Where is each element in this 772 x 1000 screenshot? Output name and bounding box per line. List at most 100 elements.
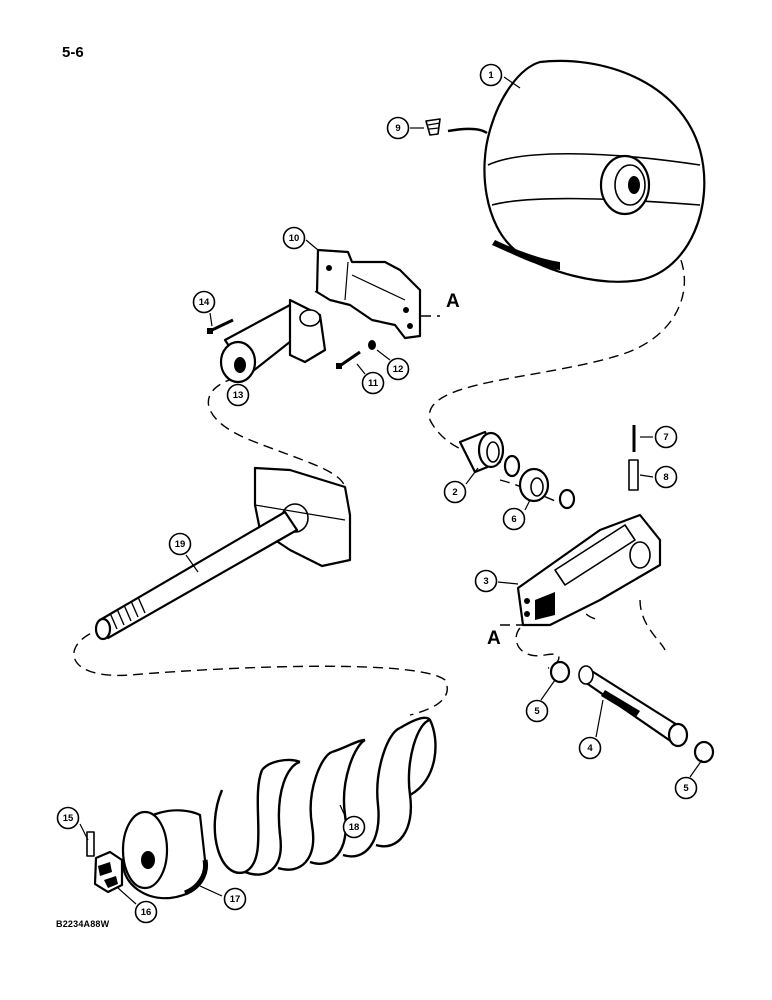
callout-circle [223, 887, 247, 911]
assembly-line-5 [515, 627, 560, 669]
callout-number: 13 [233, 390, 244, 401]
washer-12 [368, 340, 376, 350]
assembly-line-1 [428, 224, 685, 456]
callout-leader [465, 467, 479, 485]
bracket [315, 248, 422, 340]
callout-circle [578, 736, 602, 760]
callout-leader [639, 474, 654, 478]
callout-number: 12 [393, 364, 404, 375]
callout-leader [117, 887, 137, 905]
callout-4: 4 [578, 699, 604, 760]
callout-number: 14 [199, 297, 210, 308]
callout-8: 8 [639, 465, 678, 489]
pin [578, 665, 689, 748]
callout-number: 10 [289, 233, 300, 244]
assembly-line-7 [639, 599, 666, 651]
callout-number: 1 [488, 70, 494, 81]
sleeve [219, 298, 327, 384]
callout-15: 15 [56, 806, 89, 841]
callout-number: 18 [349, 822, 360, 833]
callout-leader [199, 885, 223, 897]
callout-circle [342, 815, 366, 839]
callout-number: 3 [483, 576, 488, 587]
callout-leader [689, 759, 703, 778]
callout-leader [540, 679, 556, 701]
callout-3: 3 [474, 569, 519, 593]
callout-circle [134, 900, 158, 924]
callout-circle [654, 425, 678, 449]
callout-18: 18 [339, 804, 366, 839]
callout-leader [305, 239, 319, 251]
callout-6: 6 [502, 499, 531, 531]
callout-circle [443, 480, 467, 504]
callout-leader [209, 312, 213, 327]
callout-number: 16 [141, 907, 152, 918]
callout-11: 11 [356, 363, 385, 395]
pin-8 [628, 459, 639, 491]
callout-9: 9 [386, 116, 424, 140]
callout-circle [525, 699, 549, 723]
callout-leader [376, 349, 391, 361]
callout-number: 7 [663, 432, 668, 443]
callout-17: 17 [199, 885, 247, 911]
callout-circle [474, 569, 498, 593]
spring-seat [121, 809, 209, 900]
callout-circle [56, 806, 80, 830]
idler-wheel [483, 59, 706, 283]
bolt-11 [336, 350, 361, 369]
callout-10: 10 [282, 226, 319, 251]
callout-14: 14 [192, 290, 216, 327]
callout-7: 7 [640, 425, 678, 449]
callout-leader [339, 804, 347, 819]
callout-leader [356, 363, 366, 375]
callout-number: 11 [368, 378, 379, 389]
ref-letter-a-lower: A [487, 628, 501, 649]
callout-circle [654, 465, 678, 489]
callout-number: 9 [395, 123, 400, 134]
callout-circle [168, 532, 192, 556]
callout-number: 5 [683, 783, 689, 794]
callout-number: 4 [587, 743, 593, 754]
callout-number: 17 [230, 894, 241, 905]
callout-circle [502, 507, 526, 531]
page-number: 5-6 [62, 44, 84, 61]
callout-circle [479, 63, 503, 87]
ref-letter-a-upper: A [446, 291, 460, 312]
castle-nut [93, 850, 124, 894]
callout-number: 6 [511, 514, 516, 525]
cotter-pin [86, 831, 95, 857]
callout-circle [361, 371, 385, 395]
grease-plug [425, 118, 488, 136]
callout-number: 5 [534, 706, 540, 717]
callout-16: 16 [117, 887, 158, 924]
callout-leader [595, 699, 604, 738]
callout-circle [386, 116, 410, 140]
callout-number: 8 [663, 472, 668, 483]
callout-circle [674, 776, 698, 800]
o-ring-5b [693, 740, 715, 764]
callout-1: 1 [479, 63, 521, 89]
figure-code: B2234A88W [56, 919, 110, 929]
callout-12: 12 [376, 349, 410, 381]
callout-13: 13 [226, 383, 250, 407]
callout-5: 5 [525, 679, 556, 723]
callout-5: 5 [674, 759, 703, 800]
assembly-line-2 [207, 377, 346, 488]
callout-circle [282, 226, 306, 250]
callout-circle [386, 357, 410, 381]
callout-leader [497, 581, 519, 585]
callout-leader [524, 499, 531, 511]
callout-leader [79, 823, 89, 841]
bushing [458, 430, 505, 474]
yoke [516, 513, 662, 627]
o-ring-5a [549, 660, 571, 684]
spring [213, 716, 437, 876]
callout-number: 2 [452, 487, 457, 498]
callout-circle [192, 290, 216, 314]
callout-number: 15 [63, 813, 74, 824]
seal [503, 454, 576, 510]
callout-circle [226, 383, 250, 407]
callout-leader [503, 76, 521, 89]
